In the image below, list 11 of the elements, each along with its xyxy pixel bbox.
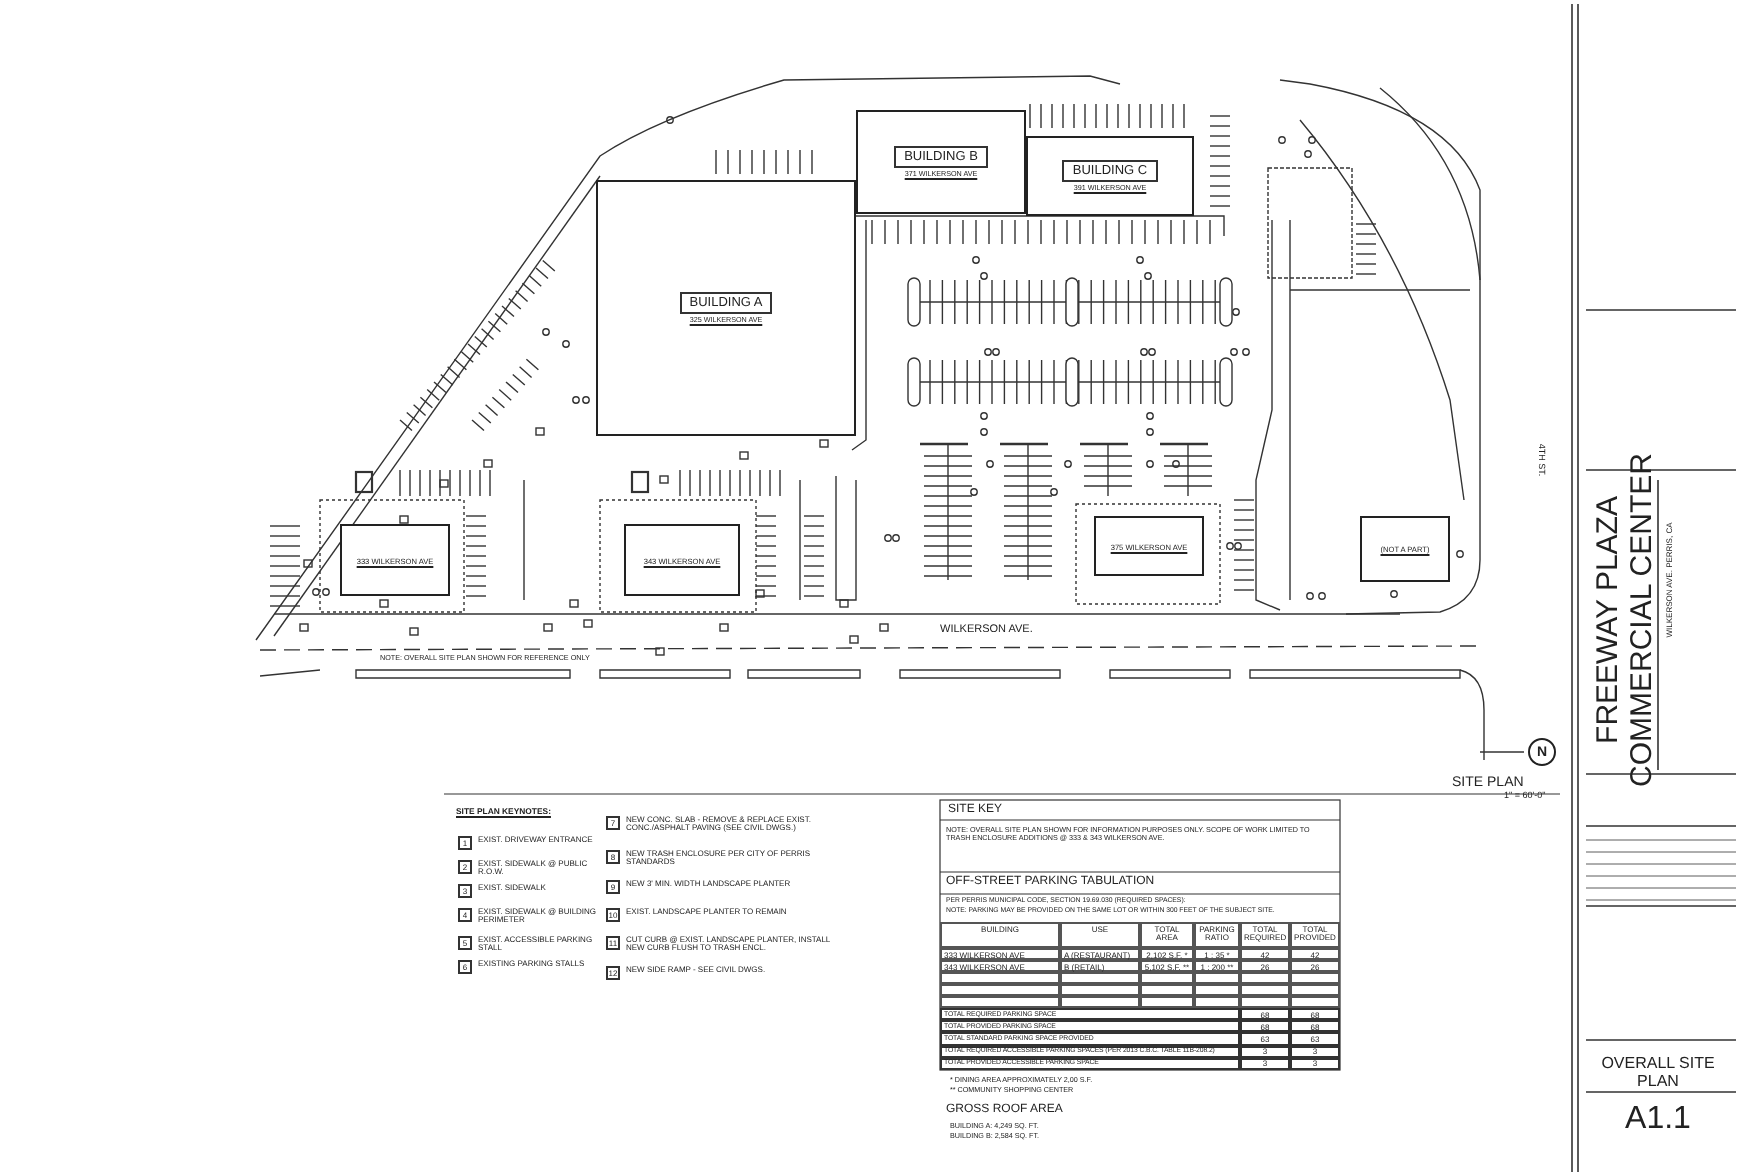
sheet-number: A1.1 bbox=[1623, 1102, 1693, 1139]
project-name: FREEWAY PLAZA bbox=[1593, 496, 1623, 744]
pad-building-footprint bbox=[1360, 516, 1450, 582]
pad-building-footprint bbox=[340, 524, 450, 596]
pad-building-footprint bbox=[1094, 516, 1204, 576]
sheet-title: OVERALL SITE PLAN bbox=[1599, 1054, 1717, 1091]
project-name: COMMERCIAL CENTER bbox=[1627, 453, 1657, 787]
pad-building-footprint bbox=[624, 524, 740, 596]
building-footprint bbox=[596, 180, 856, 436]
building-footprint bbox=[856, 110, 1026, 214]
building-footprint bbox=[1026, 136, 1194, 216]
